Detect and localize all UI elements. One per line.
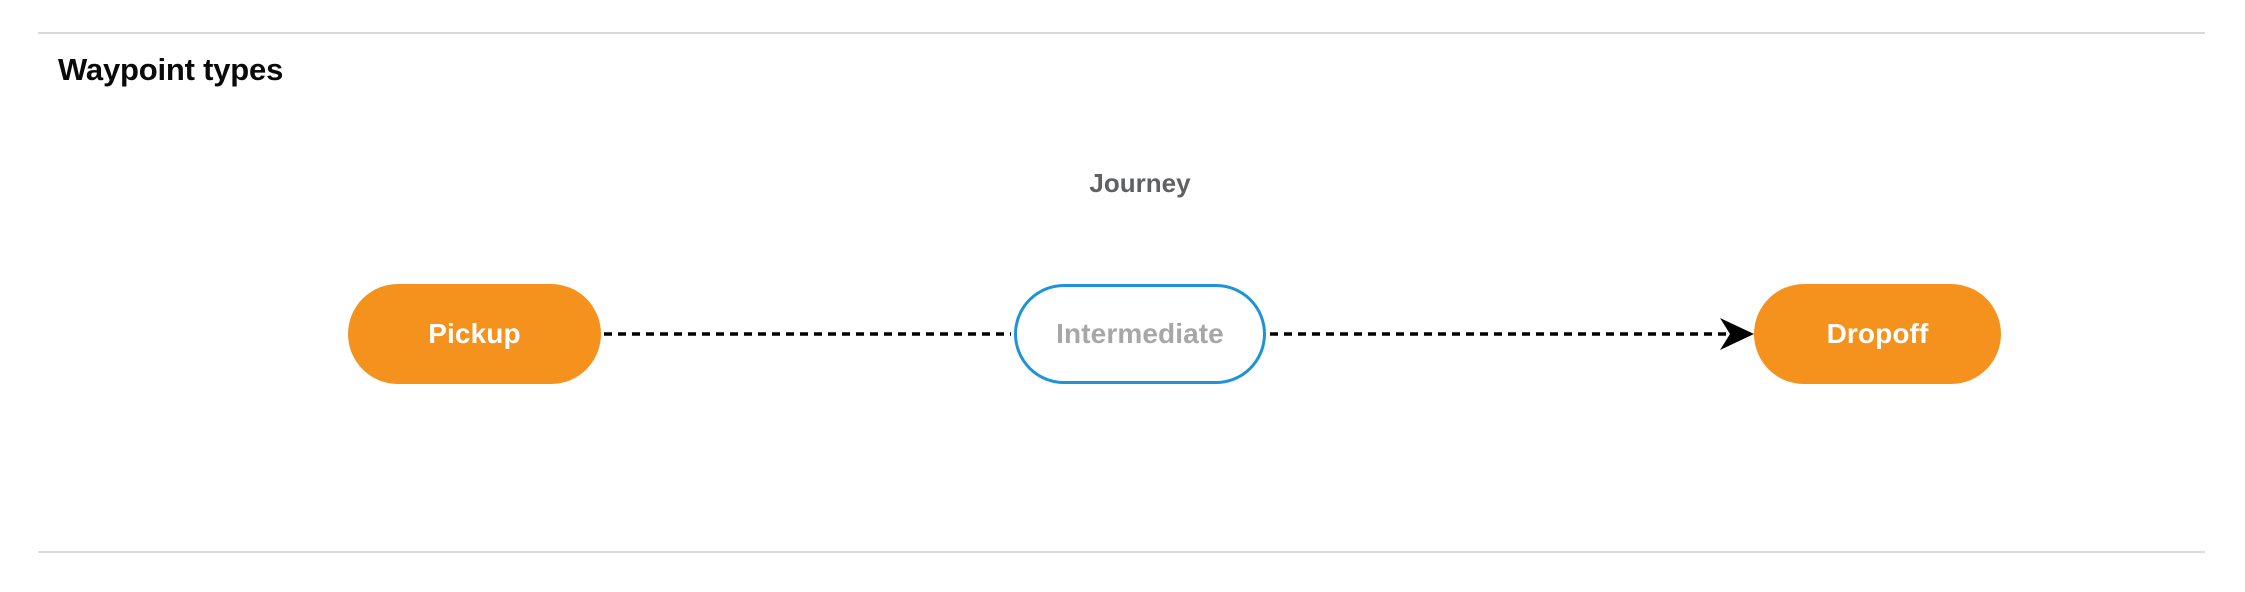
page-title: Waypoint types — [58, 52, 284, 87]
section-divider-bottom — [38, 551, 2205, 553]
node-pickup-label: Pickup — [428, 318, 521, 349]
node-dropoff-label: Dropoff — [1826, 318, 1929, 349]
arrowhead-icon — [1720, 318, 1754, 350]
node-dropoff[interactable]: Dropoff — [1754, 284, 2001, 384]
node-intermediate[interactable]: Intermediate — [1014, 284, 1266, 384]
section-divider-top — [38, 32, 2205, 34]
journey-group-label: Journey — [1089, 168, 1191, 198]
node-intermediate-label: Intermediate — [1056, 318, 1224, 349]
node-pickup[interactable]: Pickup — [348, 284, 601, 384]
